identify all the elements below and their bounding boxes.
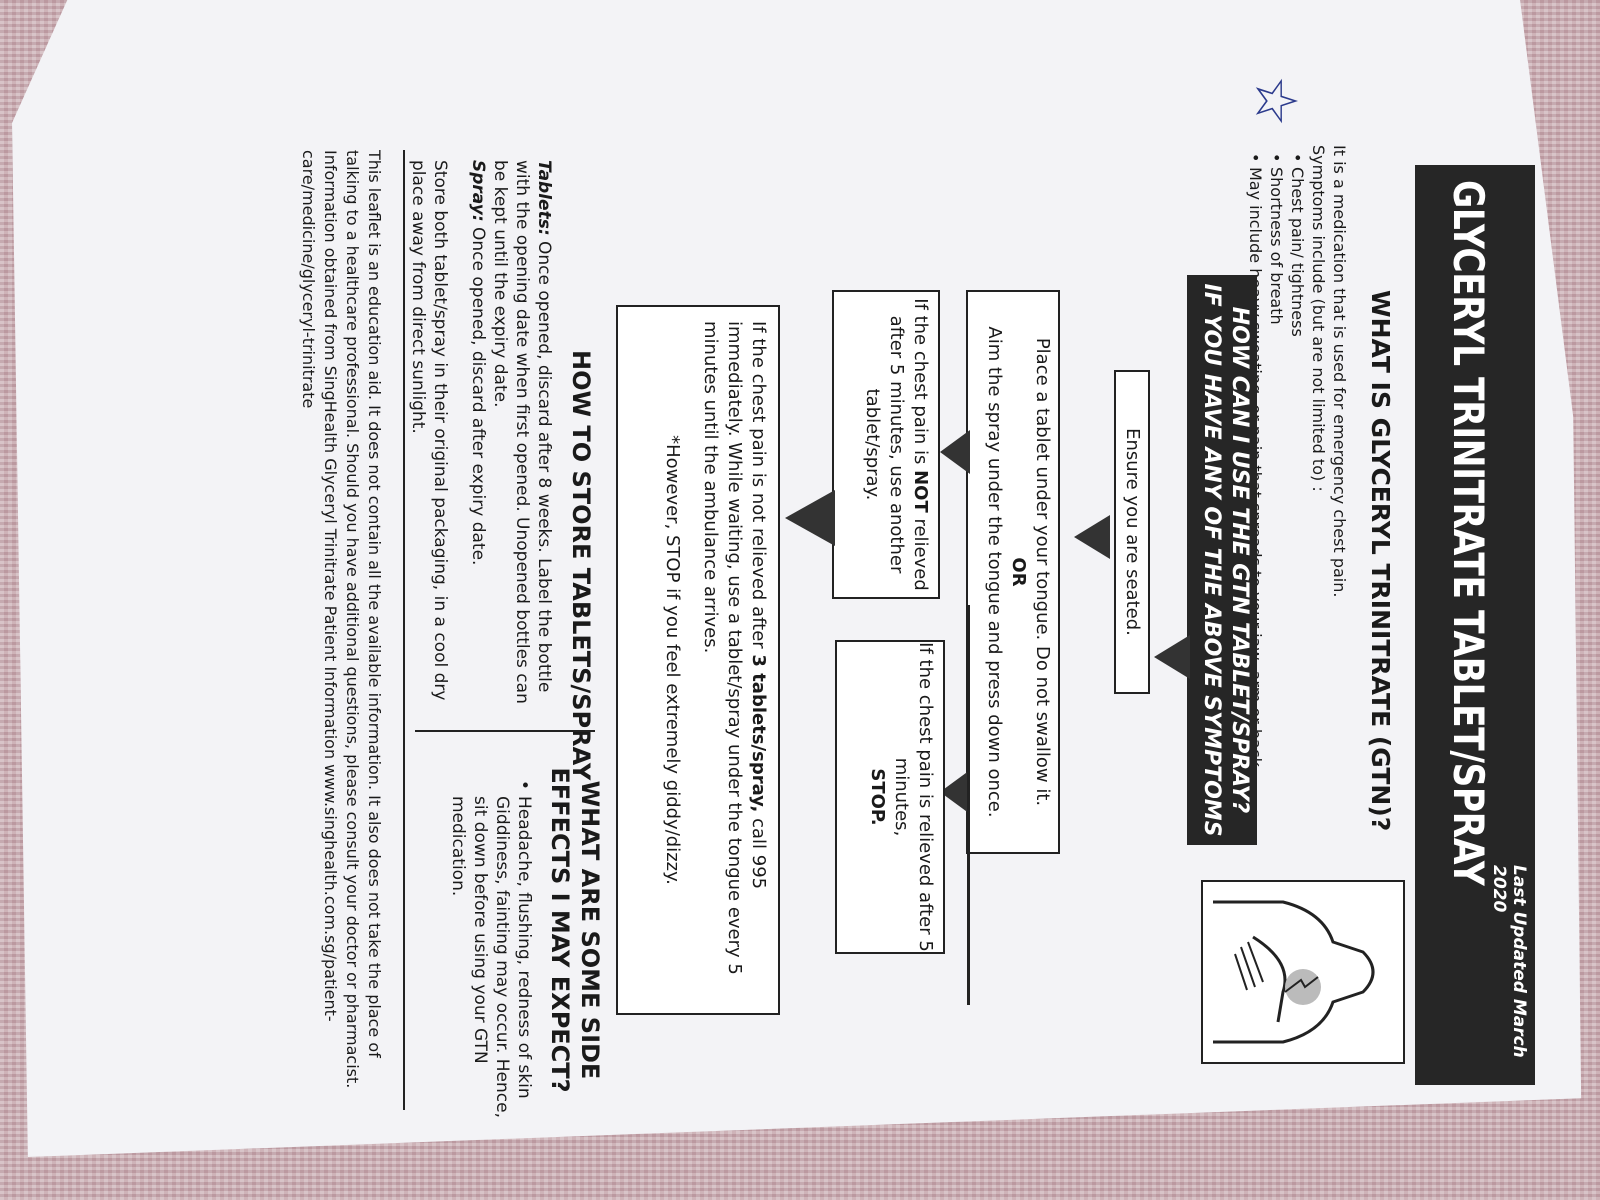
side-effects-heading: WHAT ARE SOME SIDE EFFECTS I MAY EXPECT?	[546, 767, 604, 1093]
star-mark-icon: ☆	[1242, 75, 1310, 127]
down-arrow-icon	[785, 490, 835, 546]
not-word: NOT	[910, 470, 931, 513]
store-both-text: Store both tablet/spray in their origina…	[408, 160, 450, 701]
footer-divider	[403, 150, 405, 1110]
spray-label: Spray:	[468, 160, 488, 222]
chest-pain-illustration-icon	[1201, 880, 1405, 1064]
or-text: OR	[1008, 557, 1029, 587]
column-divider	[415, 730, 595, 732]
place-text: Place a tablet under your tongue. Do not…	[1032, 337, 1053, 807]
stop-text: STOP.	[867, 768, 888, 826]
down-arrow-icon	[1074, 515, 1110, 559]
not-relieved-a: If the chest pain is	[910, 298, 931, 465]
tablets-text: Once opened, discard after 8 weeks. Labe…	[490, 160, 554, 704]
call-a: If the chest pain is not relieved after	[748, 321, 769, 649]
divider	[967, 605, 970, 1005]
symptom-item: Chest pain/ tightness	[1287, 145, 1308, 865]
call-995-box: If the chest pain is not relieved after …	[616, 305, 780, 1015]
side-effects-text: Headache, flushing, redness of skin Gidd…	[447, 780, 535, 1126]
symptom-item: Shortness of breath	[1266, 145, 1287, 865]
how-heading-2: IF YOU HAVE ANY OF THE ABOVE SYMPTOMS	[1199, 283, 1224, 837]
store-text: Tablets: Once opened, discard after 8 we…	[391, 160, 555, 720]
disclaimer-text: This leaflet is an education aid. It doe…	[299, 150, 384, 1089]
last-updated: Last Updated March 2020	[1489, 865, 1529, 1058]
leaflet-title: GLYCERYL TRINITRATE TABLET/SPRAY	[1444, 180, 1493, 886]
place-tablet-box: Place a tablet under your tongue. Do not…	[966, 290, 1060, 854]
relieved-text: If the chest pain is relieved after 5 mi…	[891, 642, 936, 952]
aim-text: Aim the spray under the tongue and press…	[984, 326, 1005, 818]
down-arrow-icon	[940, 430, 970, 474]
not-relieved-box: If the chest pain is NOT relieved after …	[832, 290, 940, 599]
tablets-label: Tablets:	[534, 160, 554, 236]
call-bold: 3 tablets/spray,	[748, 654, 769, 813]
down-arrow-icon	[1154, 635, 1190, 679]
ensure-seated-box: Ensure you are seated.	[1114, 370, 1150, 694]
relieved-stop-box: If the chest pain is relieved after 5 mi…	[835, 640, 945, 954]
title-band: Last Updated March 2020 GLYCERYL TRINITR…	[1415, 165, 1535, 1085]
what-is-heading: WHAT IS GLYCERYL TRINITRATE (GTN)?	[1366, 290, 1395, 832]
gtn-leaflet: Last Updated March 2020 GLYCERYL TRINITR…	[175, 75, 1555, 1140]
store-heading: HOW TO STORE TABLETS/SPRAY	[567, 350, 595, 781]
how-to-use-band: HOW CAN I USE THE GTN TABLET/SPRAY? IF Y…	[1187, 275, 1257, 845]
what-is-text: It is a medication that is used for emer…	[1245, 145, 1350, 865]
spray-text: Once opened, discard after expiry date.	[468, 227, 488, 566]
intro-line-2: Symptoms include (but are not limited to…	[1309, 145, 1328, 492]
how-heading-1: HOW CAN I USE THE GTN TABLET/SPRAY?	[1227, 306, 1252, 814]
intro-line-1: It is a medication that is used for emer…	[1330, 145, 1349, 598]
however-text: *However, STOP if you feel extremely gid…	[662, 435, 683, 885]
